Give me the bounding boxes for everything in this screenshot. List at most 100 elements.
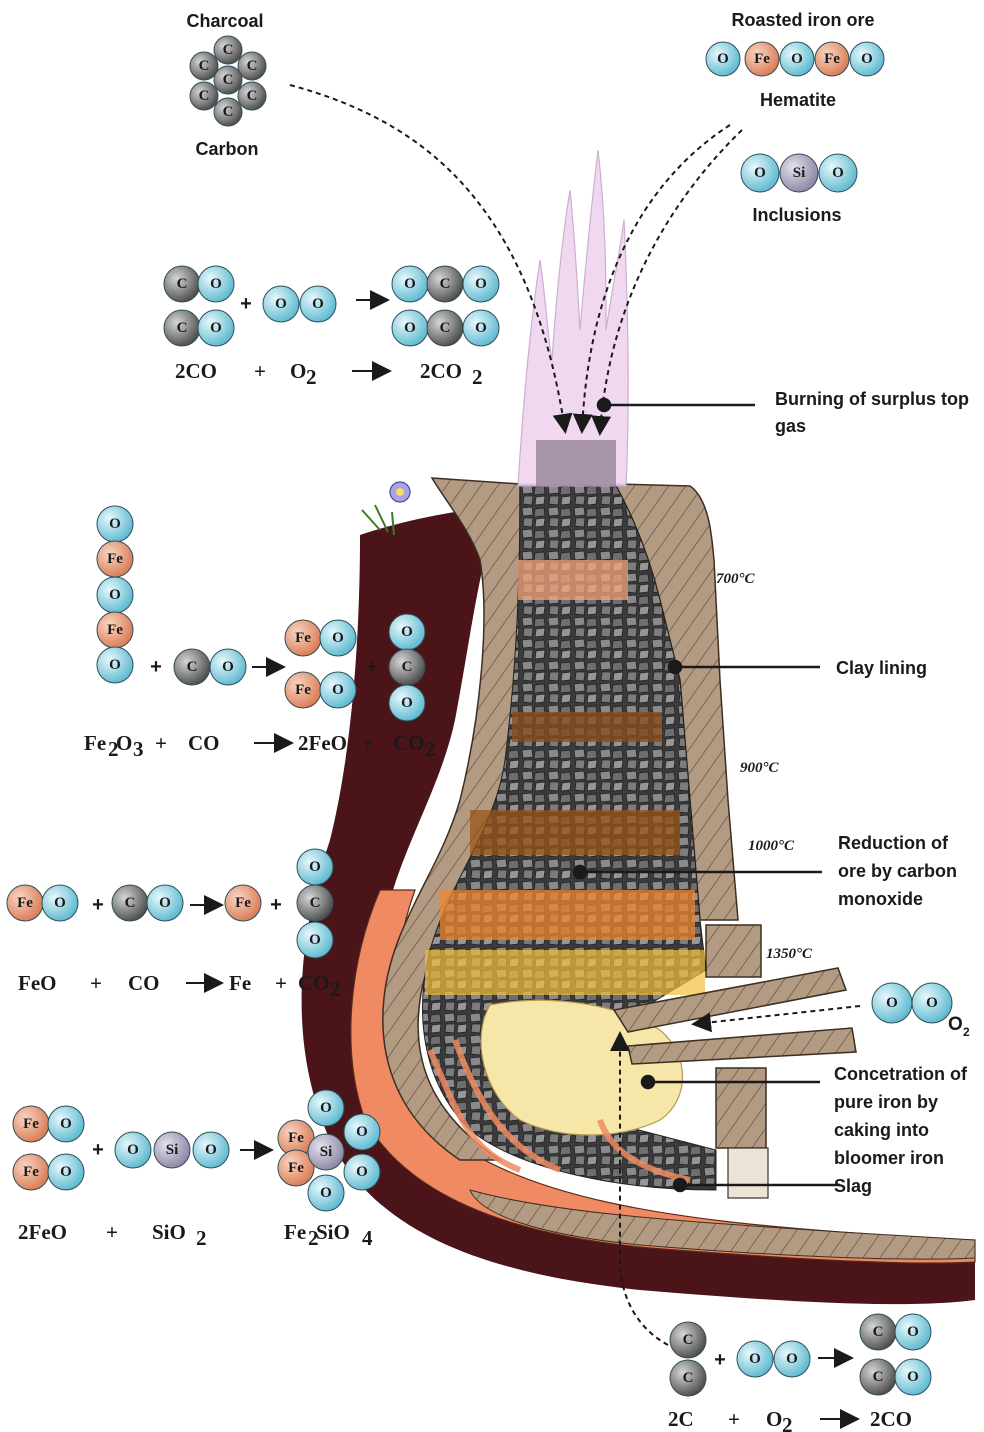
eq1-plus: + [254,359,266,383]
concentration-label-2: pure iron by [834,1092,938,1112]
iron-atom: Fe [97,541,133,577]
oxygen-symbol: O [907,1369,919,1385]
carbon-symbol: C [177,276,188,292]
carbon-atom: C [214,66,242,94]
carbon-symbol: C [199,88,210,104]
oxygen-symbol: O [749,1351,761,1367]
oxygen-symbol: O [832,165,844,181]
oxygen-atom: O [115,1132,151,1168]
carbon-symbol: C [402,659,413,675]
plus-sign: + [92,1139,104,1161]
carbon-symbol: C [683,1370,694,1386]
carbon-symbol: C [310,895,321,911]
oxygen-symbol: O [109,587,121,603]
eq1-reactant-b: O [290,359,306,383]
eq1-product-sub: 2 [472,365,483,389]
eq2-fe: Fe [84,731,106,755]
carbon-symbol: C [125,895,136,911]
plus-sign: + [92,894,104,916]
oxygen-symbol: O [309,932,321,948]
reduction-label-2: ore by carbon [838,861,957,881]
eq3-co2: CO [298,971,330,995]
oxygen-atom: O [463,310,499,346]
wall-block-1 [706,925,761,977]
carbon-symbol: C [873,1369,884,1385]
carbon-symbol: C [247,88,258,104]
oxygen-symbol: O [475,320,487,336]
silicon-symbol: Si [166,1142,179,1158]
eq5-plus: + [728,1407,740,1431]
ore-band-hot [425,950,705,995]
oxygen-atom: O [872,983,912,1023]
eq5-c: 2C [668,1407,694,1431]
oxygen-symbol: O [309,859,321,875]
eq3-co: CO [128,971,160,995]
top-gas-flame [518,150,628,486]
oxygen-symbol: O [791,51,803,67]
eq4-sio: SiO [152,1220,186,1244]
carbon-atom: C [860,1314,896,1350]
eq5-co: 2CO [870,1407,912,1431]
oxygen-atom: O [463,266,499,302]
ore-band-1000 [440,890,695,940]
iron-symbol: Fe [23,1116,39,1132]
charge-top [536,440,616,486]
oxygen-symbol: O [54,895,66,911]
eq3-feo: FeO [18,971,56,995]
silicon-symbol: Si [793,165,806,181]
silicon-atom: Si [780,154,818,192]
eq4-sio4-sub: 4 [362,1226,373,1250]
oxygen-atom: O [780,42,814,76]
eq4-feo: 2FeO [18,1220,67,1244]
carbon-atom: C [214,36,242,64]
carbon-atom: C [174,649,210,685]
carbon-atom: C [238,52,266,80]
oxygen-atom: O [389,614,425,650]
oxygen-symbol: O [60,1164,72,1180]
silicon-atom: Si [308,1134,344,1170]
iron-symbol: Fe [235,895,251,911]
clay-lining-label: Clay lining [836,658,927,678]
eq3-fe: Fe [229,971,251,995]
iron-symbol: Fe [107,622,123,638]
oxygen-atom: O [320,672,356,708]
carbon-symbol: C [187,659,198,675]
hematite-label: Hematite [760,90,836,110]
oxygen-symbol: O [222,659,234,675]
oxygen-atom: O [198,310,234,346]
oxygen-atom: O [297,849,333,885]
ore-band-700 [512,712,662,742]
oxygen-symbol: O [210,276,222,292]
oxygen-symbol: O [401,695,413,711]
oxygen-atom: O [819,154,857,192]
iron-atom: Fe [225,885,261,921]
plus-sign: + [240,293,252,315]
burning-label-2: gas [775,416,806,436]
iron-symbol: Fe [288,1130,304,1146]
oxygen-symbol: O [109,516,121,532]
oxygen-symbol: O [926,995,938,1011]
carbon-atom: C [164,310,200,346]
oxygen-symbol: O [312,296,324,312]
ore-band-top [518,560,628,600]
eq5-o2-sub: 2 [782,1413,793,1432]
oxygen-atom: O [193,1132,229,1168]
carbon-atom: C [238,82,266,110]
oxygen-symbol: O [332,630,344,646]
oxygen-atom: O [97,577,133,613]
eq1-reactant-b-sub: 2 [306,365,317,389]
oxygen-atom: O [344,1154,380,1190]
plus-sign: + [366,656,378,678]
oxygen-atom: O [392,310,428,346]
co-burn-equation: 2CO + O 2 2CO 2 [175,359,483,389]
eq3-plus2: + [275,971,287,995]
oxygen-symbol: O [404,276,416,292]
carbon-atom: C [297,885,333,921]
oxygen-atom: O [210,649,246,685]
oxygen-atom: O [48,1154,84,1190]
carbon-symbol: C [223,104,234,120]
slag-label: Slag [834,1176,872,1196]
carbon-burn-equation: 2C + O 2 2CO [668,1407,912,1432]
eq4-plus: + [106,1220,118,1244]
